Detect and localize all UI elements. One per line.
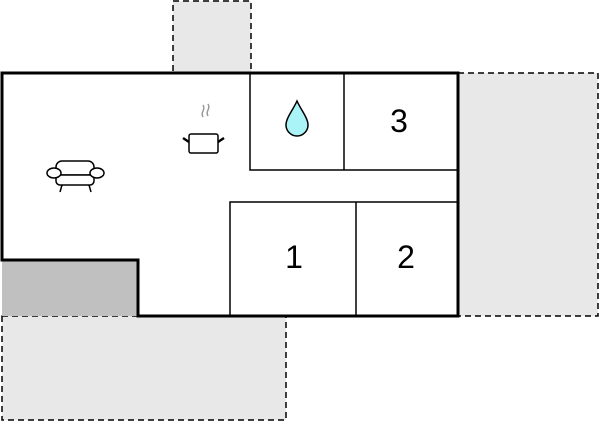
exterior-walls xyxy=(0,71,460,318)
interior-walls xyxy=(229,73,458,316)
room-label-1: 1 xyxy=(285,239,303,275)
room-label-2: 2 xyxy=(397,239,415,275)
room-label-3: 3 xyxy=(390,103,408,139)
top-terrace xyxy=(172,0,252,74)
bottom-terrace xyxy=(1,315,287,421)
covered-terrace xyxy=(2,260,138,316)
water-drop-icon xyxy=(285,99,309,137)
right-terrace xyxy=(457,72,599,317)
cooking-pot-icon xyxy=(182,103,225,154)
armchair-icon xyxy=(46,160,105,193)
